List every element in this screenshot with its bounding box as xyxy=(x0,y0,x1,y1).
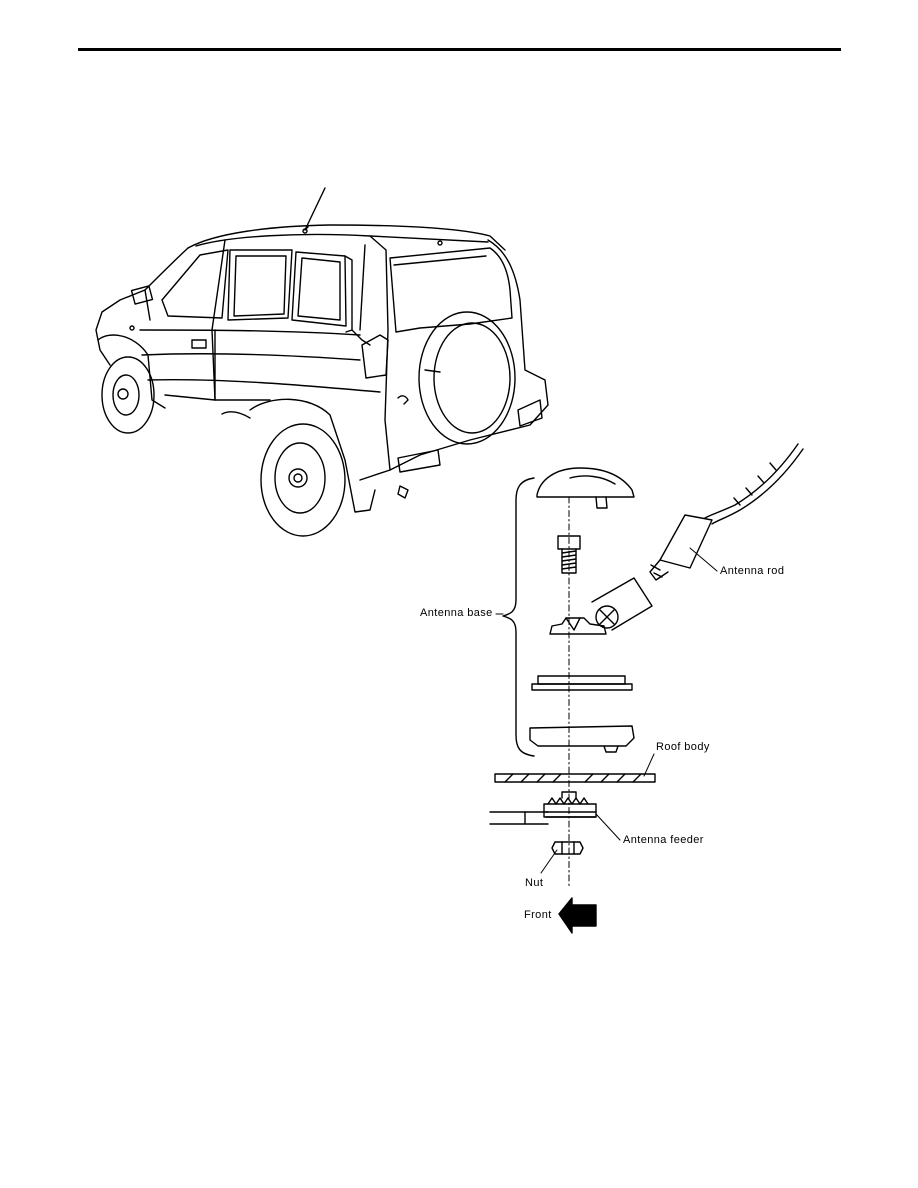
front-wheel xyxy=(102,357,154,433)
nut xyxy=(552,842,583,854)
antenna-feeder-leader xyxy=(596,814,620,840)
front-door-window xyxy=(162,250,228,318)
antenna-feeder-label: Antenna feeder xyxy=(623,834,704,846)
4x4-badge xyxy=(222,412,250,418)
door-handle xyxy=(192,340,206,348)
spare-tire xyxy=(419,312,515,444)
antenna-mount-point xyxy=(303,229,307,233)
header-rule xyxy=(78,48,841,51)
rear-combination-lamp xyxy=(362,335,388,378)
antenna-base-pad xyxy=(530,726,634,746)
antenna-base-label: Antenna base xyxy=(420,607,493,619)
antenna-pivot xyxy=(592,578,652,630)
side-mirror xyxy=(131,286,152,304)
antenna-feeder-connector xyxy=(544,804,596,817)
front-direction-arrow xyxy=(559,898,596,933)
rear-bumper-lamp xyxy=(398,450,440,472)
roof-body-leader xyxy=(644,754,654,776)
antenna-rod-base xyxy=(660,515,712,568)
antenna-rod-leader xyxy=(690,548,717,571)
rear-wheel xyxy=(261,424,345,536)
roof-body-panel xyxy=(495,774,655,782)
antenna-base-bracket xyxy=(503,478,534,756)
nut-leader xyxy=(541,850,557,873)
antenna-gasket xyxy=(532,684,632,690)
antenna-cover xyxy=(537,468,634,497)
antenna-feeder-cable xyxy=(490,812,548,824)
rear-door-window xyxy=(228,250,292,320)
roof-body-label: Roof body xyxy=(656,741,710,753)
exhaust-tip xyxy=(398,486,408,498)
antenna-rod-label: Antenna rod xyxy=(720,565,785,577)
roof-antenna xyxy=(305,188,325,230)
vehicle-illustration xyxy=(96,188,548,536)
antenna-exploded-view xyxy=(490,444,803,933)
front-label: Front xyxy=(524,909,552,921)
antenna-rod-whip xyxy=(705,444,798,518)
roof-line xyxy=(188,225,505,250)
nut-label: Nut xyxy=(525,877,544,889)
mounting-bolt xyxy=(558,536,580,549)
antenna-base-body xyxy=(550,618,606,634)
rear-window xyxy=(390,248,512,332)
quarter-window xyxy=(292,252,346,326)
